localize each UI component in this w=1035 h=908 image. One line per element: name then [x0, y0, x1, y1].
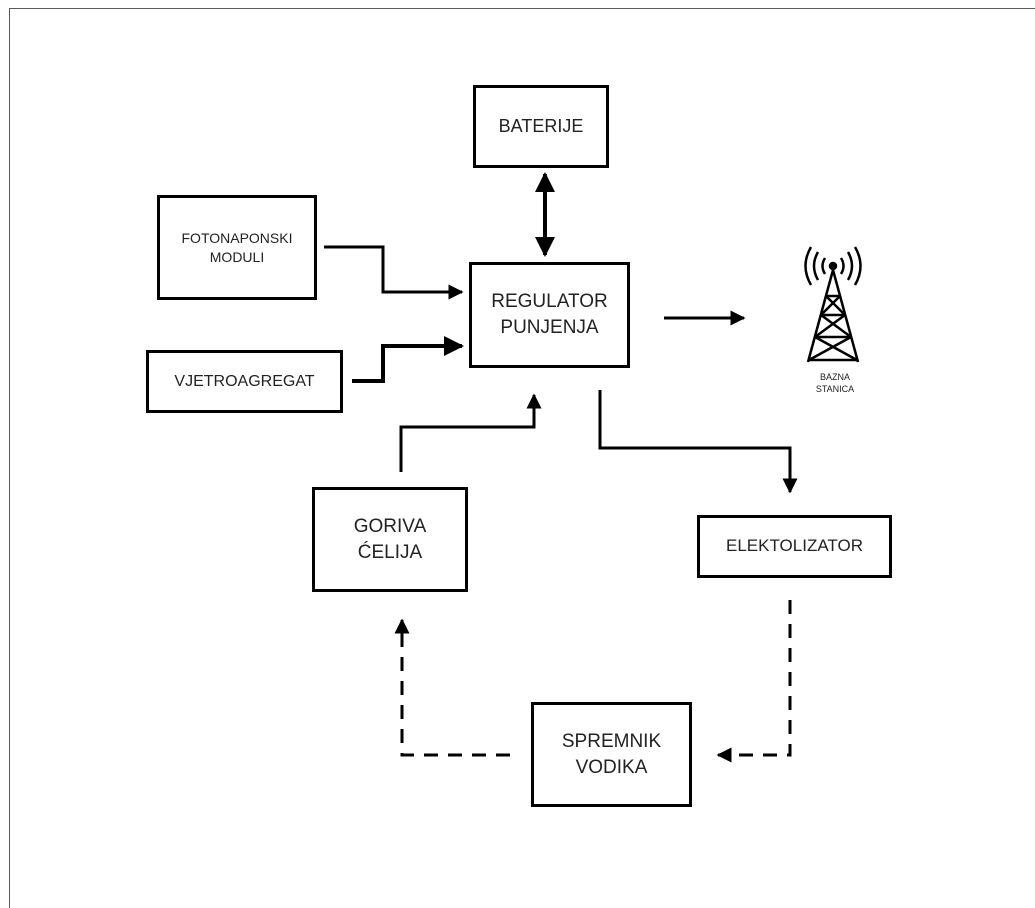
node-elektolizator-label: ELEKTOLIZATOR: [726, 536, 863, 556]
node-spremnik-label-line2: VODIKA: [575, 756, 648, 778]
node-fotonaponski-moduli: FOTONAPONSKI MODULI: [157, 195, 317, 300]
bazna-stanica-line1: BAZNA: [819, 372, 850, 382]
arrow-regulator-elektolizator: [598, 390, 798, 494]
arrow-goriva-regulator: [399, 393, 542, 472]
node-fotonaponski-label-line1: FOTONAPONSKI: [181, 229, 293, 246]
node-vjetroagregat-label: VJETROAGREGAT: [174, 372, 315, 390]
radio-tower-icon: [804, 246, 862, 363]
node-elektolizator: ELEKTOLIZATOR: [697, 515, 892, 578]
node-goriva-label-line2: ĆELIJA: [357, 541, 423, 563]
diagram-frame: [9, 8, 1035, 908]
bazna-stanica-line2: STANICA: [815, 383, 855, 394]
node-fotonaponski-label-line2: MODULI: [209, 248, 265, 265]
node-regulator-punjenja: REGULATOR PUNJENJA: [469, 262, 630, 368]
node-spremnik-vodika: SPREMNIK VODIKA: [531, 702, 692, 807]
node-bazna-stanica-label: BAZNA STANICA: [790, 372, 880, 395]
node-regulator-label-line2: PUNJENJA: [500, 317, 599, 338]
arrow-spremnik-goriva: [394, 618, 510, 757]
node-vjetroagregat: VJETROAGREGAT: [146, 350, 343, 413]
node-regulator-label-line1: REGULATOR: [491, 291, 608, 313]
node-baterije-label: BATERIJE: [498, 116, 584, 137]
arrow-fotonaponski-regulator: [324, 245, 464, 300]
arrow-elektolizator-spremnik: [716, 600, 792, 763]
arrow-vjetroagregat-regulator: [352, 336, 464, 383]
node-goriva-celija: GORIVA ĆELIJA: [312, 487, 468, 592]
node-spremnik-label-line1: SPREMNIK: [561, 730, 662, 752]
node-goriva-label-line1: GORIVA: [353, 515, 427, 537]
node-baterije: BATERIJE: [473, 85, 609, 168]
